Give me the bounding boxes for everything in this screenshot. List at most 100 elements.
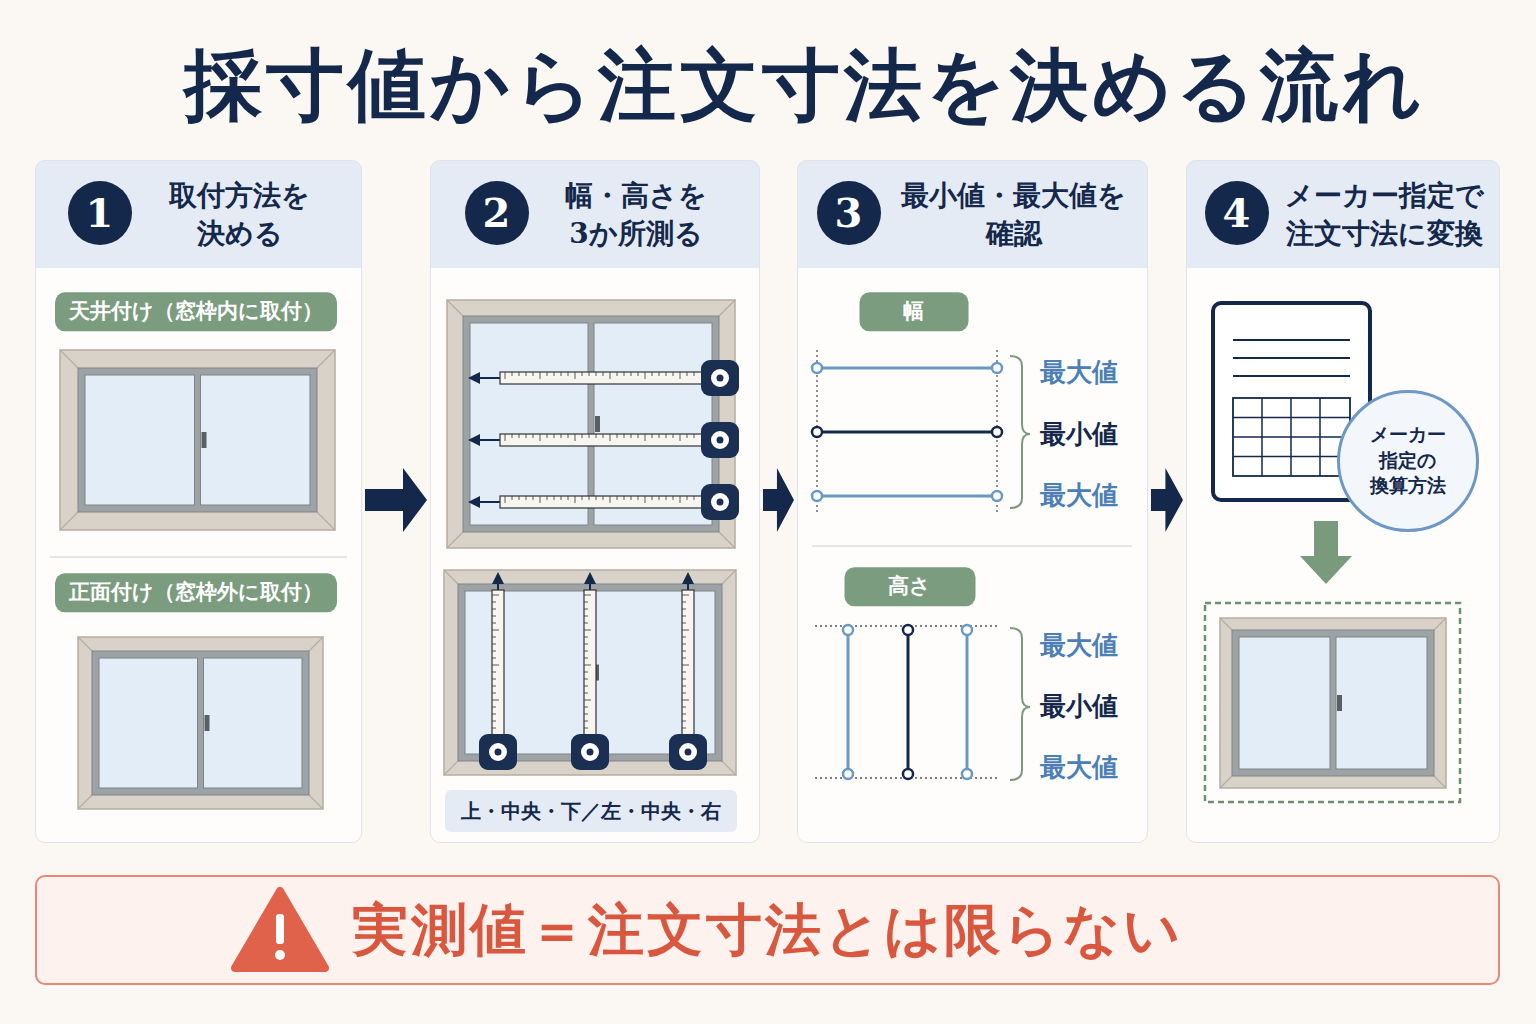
- text-line: 高さ: [888, 572, 931, 601]
- tape-tick: [505, 496, 506, 503]
- tape-measure-hub: [685, 749, 692, 756]
- tape-tick: [492, 672, 496, 673]
- window-handle: [202, 432, 207, 448]
- tape-tick: [682, 665, 689, 666]
- tape-measure-dial: [580, 742, 600, 762]
- window-pane: [99, 658, 198, 788]
- frame-bevel: [1220, 776, 1232, 788]
- width-measure-line: [817, 431, 997, 434]
- tape-measure: [669, 572, 707, 770]
- window-pane: [465, 591, 587, 754]
- frame-bevel: [444, 570, 458, 584]
- tape-blade: [584, 590, 596, 738]
- text-line: 注文寸法に変換: [1286, 215, 1483, 253]
- tape-tick: [540, 434, 541, 441]
- frame-bevel: [719, 300, 735, 316]
- height-measure-line: [847, 630, 850, 774]
- tape-tick: [682, 707, 686, 708]
- tape-tick: [682, 679, 686, 680]
- frame-bevel: [317, 350, 335, 368]
- tape-tick: [526, 372, 527, 376]
- tape-tick: [584, 595, 591, 596]
- tape-tick: [492, 728, 496, 729]
- tape-tick: [624, 434, 625, 438]
- range-label: 最大値: [1040, 630, 1118, 661]
- divider-line: [812, 545, 1132, 547]
- range-label: 最大値: [1040, 480, 1118, 511]
- text-line: 上・中央・下／左・中央・右: [461, 796, 721, 826]
- tape-tick: [610, 434, 611, 441]
- tape-tick: [584, 672, 588, 673]
- tape-tick: [682, 693, 686, 694]
- tape-tick: [680, 372, 681, 379]
- tape-tick: [631, 372, 632, 376]
- step-number-circle: 1: [68, 181, 132, 245]
- tape-measure-hub: [717, 375, 724, 382]
- category-pill: 幅: [859, 292, 968, 331]
- tape-tick: [533, 372, 534, 376]
- frame-bevel: [722, 761, 736, 775]
- tape-tick: [584, 609, 588, 610]
- tape-tick: [610, 372, 611, 379]
- tape-tick: [682, 714, 686, 715]
- window-sash-frame: [1232, 630, 1434, 776]
- tape-tick: [673, 372, 674, 376]
- tape-tick: [680, 434, 681, 441]
- step-number-circle: 2: [465, 181, 529, 245]
- tape-tick: [554, 496, 555, 500]
- text-line: 実測値＝注文寸法とは限らない: [352, 896, 1183, 963]
- end-dot: [843, 769, 853, 779]
- text-line: 確認: [986, 215, 1042, 253]
- frame-bevel: [309, 795, 323, 809]
- tape-tick: [575, 496, 576, 503]
- end-dot: [812, 427, 822, 437]
- frame-bevel: [78, 637, 92, 651]
- end-dot: [903, 769, 913, 779]
- tape-tick: [492, 630, 499, 631]
- tape-tick: [492, 679, 496, 680]
- node-text: メーカー指定で 注文寸法に変換: [1275, 161, 1493, 269]
- tape-tick: [652, 434, 653, 438]
- tape-tick: [666, 496, 667, 500]
- tape-tick: [526, 434, 527, 438]
- warning-mark: [275, 950, 285, 960]
- tape-tick: [492, 609, 496, 610]
- frame-bevel: [60, 512, 78, 530]
- tape-tick: [561, 372, 562, 376]
- tape-measure-body: [701, 484, 739, 520]
- tape-tick: [505, 434, 506, 441]
- tape-tick: [584, 623, 588, 624]
- category-pill: 正面付け（窓枠外に取付）: [55, 573, 337, 612]
- tape-tick: [582, 434, 583, 438]
- tape-tick: [492, 707, 496, 708]
- window-pane: [594, 323, 712, 525]
- tape-tick: [682, 609, 686, 610]
- end-dot: [812, 363, 822, 373]
- tape-tick: [617, 434, 618, 438]
- tape-measure: [468, 422, 739, 458]
- note-band: 上・中央・下／左・中央・右: [445, 790, 737, 832]
- tape-tick: [519, 434, 520, 438]
- tape-measure: [479, 572, 517, 770]
- table-grid: [1233, 417, 1350, 419]
- window-illustration: [444, 570, 736, 775]
- category-pill: 天井付け（窓枠内に取付）: [55, 292, 337, 331]
- tape-tick: [645, 434, 646, 441]
- tape-tick: [638, 372, 639, 376]
- tape-tick: [540, 496, 541, 503]
- tape-pointer-head: [468, 496, 480, 508]
- tape-tick: [547, 496, 548, 500]
- tape-tick: [682, 728, 686, 729]
- tape-pointer: [478, 501, 500, 503]
- tape-tick: [624, 496, 625, 500]
- tape-measure-hub: [495, 749, 502, 756]
- tape-blade: [500, 434, 702, 446]
- tape-tick: [584, 602, 588, 603]
- tape-tick: [492, 651, 496, 652]
- tape-pointer: [478, 439, 500, 441]
- text-line: メーカー指定で: [1285, 177, 1484, 215]
- tape-tick: [682, 672, 686, 673]
- tape-tick: [582, 496, 583, 500]
- window-pane: [1336, 637, 1427, 769]
